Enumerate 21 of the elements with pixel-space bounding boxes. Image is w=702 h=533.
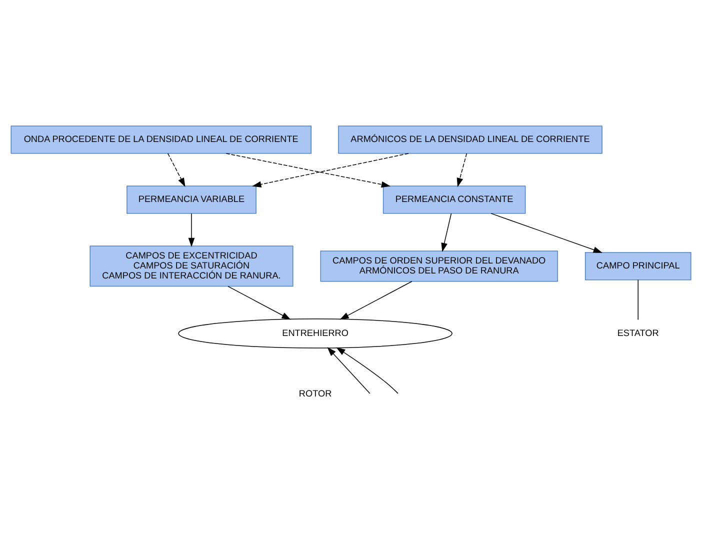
node-box: ONDA PROCEDENTE DE LA DENSIDAD LINEAL DE CORRIENTE	[10, 125, 312, 154]
node-text: ESTATOR	[617, 327, 659, 338]
arrow	[490, 212, 602, 252]
arrow	[327, 346, 370, 394]
node-box: CAMPO PRINCIPAL	[584, 252, 692, 280]
node-box: ARMÓNICOS DE LA DENSIDAD LINEAL DE CORRIENTE	[338, 125, 602, 154]
node-text: ROTOR	[298, 388, 332, 398]
arrow	[336, 346, 398, 394]
arrow	[252, 152, 409, 187]
arrow	[188, 212, 195, 247]
arrow	[167, 152, 186, 187]
node-box: PERMEANCIA CONSTANTE	[382, 185, 526, 214]
arrow	[441, 212, 452, 252]
node-box: PERMEANCIA VARIABLE	[126, 185, 256, 214]
node-box: CAMPOS DE EXCENTRICIDAD CAMPOS DE SATURACIÓN CAMPOS DE INTERACCIÓN DE RANURA.	[90, 245, 294, 286]
node-box: CAMPOS DE ORDEN SUPERIOR DEL DEVANADO ARMÓNICOS DEL PASO DE RANURA	[320, 250, 558, 282]
node-ellipse: ENTREHIERRO	[178, 318, 452, 348]
arrow	[228, 285, 291, 320]
arrow	[226, 152, 391, 188]
arrow	[340, 280, 412, 320]
arrow	[456, 152, 468, 187]
